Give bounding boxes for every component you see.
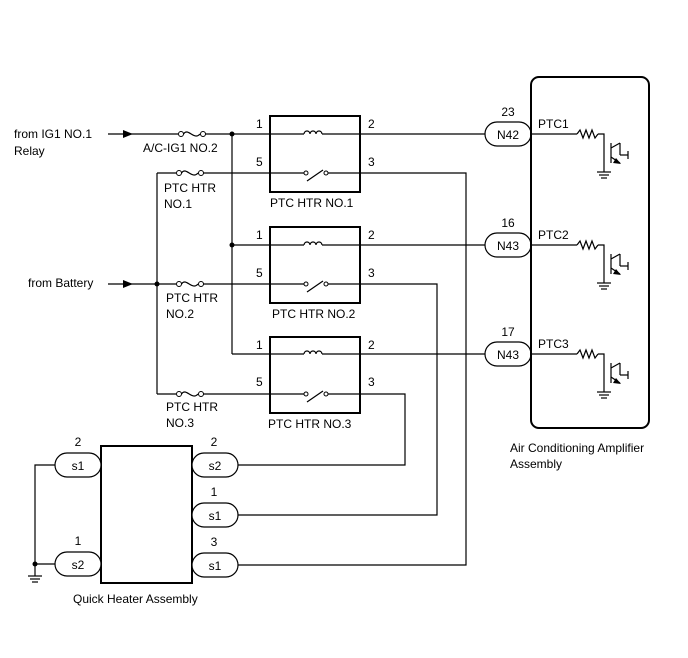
- heater-left-s1-name: s1: [72, 459, 85, 473]
- ig1-source-label-line2: Relay: [14, 144, 45, 158]
- relay1-pin3: 3: [368, 155, 375, 169]
- fuse-ptc1-label-line2: NO.1: [164, 197, 192, 211]
- connector-n43a-name: N43: [497, 239, 519, 253]
- ground-icon: [28, 564, 42, 583]
- heater-right-connector-s1b: [191, 552, 239, 578]
- relay-ptc-htr-2: [232, 226, 361, 304]
- relay2-pin3-wire: [238, 283, 438, 516]
- heater-ground-wire: [34, 464, 55, 565]
- relay2-pin1: 1: [256, 228, 263, 242]
- heater-left-s1-pin: 2: [75, 435, 82, 449]
- fuse-ptc2-label-line2: NO.2: [166, 307, 194, 321]
- relay3-pin3: 3: [368, 375, 375, 389]
- fuse-ptc-htr-1: [176, 170, 204, 176]
- quick-heater-label: Quick Heater Assembly: [73, 592, 198, 606]
- heater-left-s2-pin: 1: [75, 534, 82, 548]
- heater-right-s1a-name: s1: [209, 509, 222, 523]
- relay2-pin5: 5: [256, 266, 263, 280]
- amplifier-label-line2: Assembly: [510, 457, 562, 471]
- signal-ptc2: PTC2: [538, 228, 569, 242]
- fuse-acig1-label: A/C-IG1 NO.2: [143, 141, 218, 155]
- relay3-pin3-wire: [238, 393, 406, 466]
- fuse-ptc-htr-3: [176, 391, 204, 397]
- relay-ptc-htr-3: [232, 336, 361, 414]
- relay1-pin5: 5: [256, 155, 263, 169]
- relay1-pin2: 2: [368, 117, 375, 131]
- signal-ptc1: PTC1: [538, 117, 569, 131]
- heater-right-s2-pin: 2: [211, 435, 218, 449]
- heater-right-connector-s1a: [191, 502, 239, 528]
- connector-n43b-name: N43: [497, 348, 519, 362]
- signal-ptc3: PTC3: [538, 337, 569, 351]
- relay3-label: PTC HTR NO.3: [268, 417, 352, 431]
- ig1-source-label: from IG1 NO.1: [14, 127, 92, 141]
- quick-heater-box: [100, 445, 193, 584]
- fuse-ptc3-label-line2: NO.3: [166, 416, 194, 430]
- relay2-label: PTC HTR NO.2: [272, 307, 356, 321]
- relay3-pin2: 2: [368, 338, 375, 352]
- relay-ptc-htr-1: [232, 115, 361, 193]
- fuse-ptc3-label: PTC HTR: [166, 400, 218, 414]
- heater-right-s1a-pin: 1: [211, 485, 218, 499]
- heater-right-s1b-name: s1: [209, 559, 222, 573]
- connector-n43a-pin: 16: [501, 216, 515, 230]
- connector-n43b-pin: 17: [501, 325, 515, 339]
- fuse-ptc-htr-2: [176, 281, 204, 287]
- heater-right-s1b-pin: 3: [211, 535, 218, 549]
- heater-left-s2-name: s2: [72, 558, 85, 572]
- connector-n42-name: N42: [497, 128, 519, 142]
- relay2-pin3: 3: [368, 266, 375, 280]
- heater-right-connector-s2: [191, 452, 239, 478]
- relay1-label: PTC HTR NO.1: [270, 196, 354, 210]
- relay1-pin3-wire: [238, 172, 467, 566]
- fuse-ptc1-label: PTC HTR: [164, 181, 216, 195]
- transistor-stage-3: [531, 348, 629, 399]
- battery-source-label: from Battery: [28, 276, 93, 290]
- transistor-stage-2: [531, 239, 629, 290]
- relay1-pin1: 1: [256, 117, 263, 131]
- amplifier-label: Air Conditioning Amplifier: [510, 441, 644, 455]
- relay2-pin2: 2: [368, 228, 375, 242]
- fuse-acig1: [178, 131, 206, 137]
- heater-right-s2-name: s2: [209, 459, 222, 473]
- relay3-pin5: 5: [256, 375, 263, 389]
- connector-n42-pin: 23: [501, 105, 515, 119]
- amplifier-box: [530, 76, 650, 429]
- relay3-pin1: 1: [256, 338, 263, 352]
- fuse-ptc2-label: PTC HTR: [166, 291, 218, 305]
- transistor-stage-1: [531, 128, 629, 179]
